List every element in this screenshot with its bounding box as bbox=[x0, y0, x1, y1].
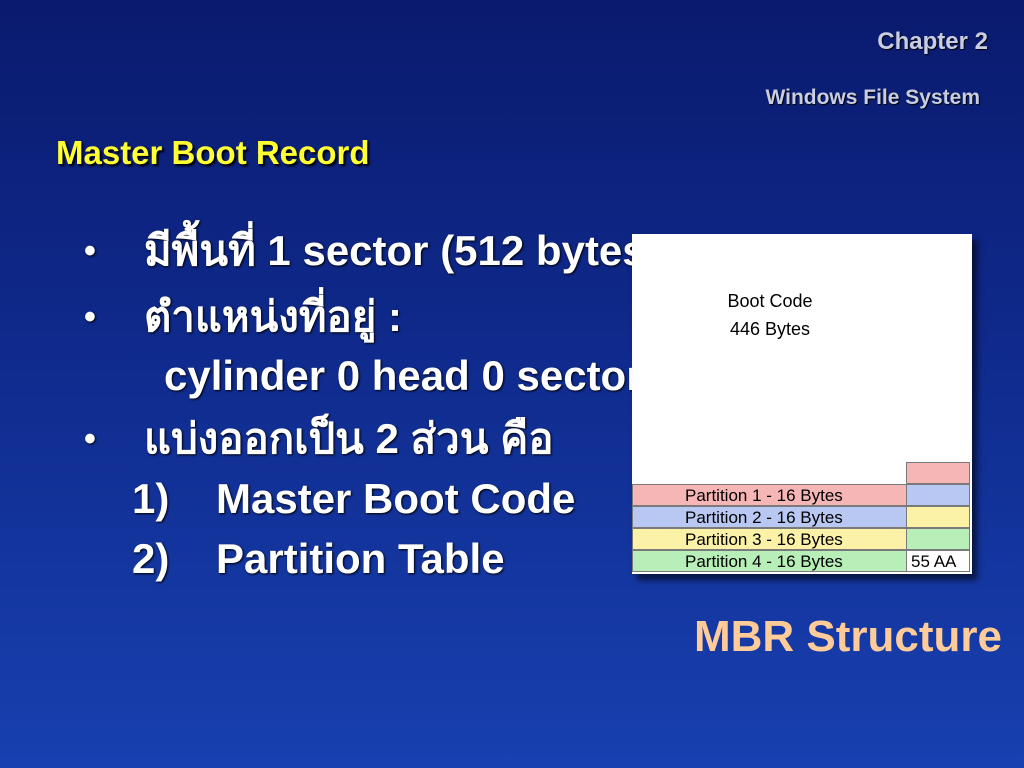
slide-title: Master Boot Record bbox=[56, 134, 370, 171]
boot-signature: 55 AA bbox=[906, 550, 970, 572]
bullet-dot: • bbox=[84, 298, 96, 336]
list-item-partition-table: Partition Table bbox=[216, 535, 505, 582]
signature-spacer-top bbox=[906, 462, 970, 484]
boot-code-label: Boot Code bbox=[727, 291, 813, 311]
signature-spacer-3 bbox=[906, 506, 970, 528]
header-subtitle: Windows File System bbox=[765, 86, 980, 109]
signature-spacer-4 bbox=[906, 528, 970, 550]
partition-entry-3: Partition 3 - 16 Bytes bbox=[632, 528, 907, 550]
bullet-dot: • bbox=[84, 420, 96, 458]
list-item-number: 2) bbox=[132, 535, 170, 582]
bullet-dot: • bbox=[84, 232, 96, 270]
bullet-sector-size: มีพื้นที่ 1 sector (512 bytes) bbox=[144, 227, 660, 274]
diagram-caption: MBR Structure bbox=[694, 612, 1003, 661]
partition-entry-1: Partition 1 - 16 Bytes bbox=[632, 484, 907, 506]
bullet-location-detail: cylinder 0 head 0 sector 1 bbox=[164, 352, 678, 399]
boot-code-size: 446 Bytes bbox=[729, 319, 811, 339]
bullet-divided: แบ่งออกเป็น 2 ส่วน คือ bbox=[144, 415, 554, 462]
bullet-location: ตำแหน่งที่อยู่ : bbox=[144, 293, 403, 340]
list-item-master-boot-code: Master Boot Code bbox=[216, 475, 576, 522]
signature-spacer-2 bbox=[906, 484, 970, 506]
partition-entry-2: Partition 2 - 16 Bytes bbox=[632, 506, 907, 528]
partition-entry-4: Partition 4 - 16 Bytes bbox=[632, 550, 907, 572]
mbr-structure-diagram: Boot Code 446 Bytes 55 AA Partition 1 - … bbox=[632, 234, 972, 574]
list-item-number: 1) bbox=[132, 475, 170, 522]
header-chapter: Chapter 2 bbox=[877, 28, 988, 55]
